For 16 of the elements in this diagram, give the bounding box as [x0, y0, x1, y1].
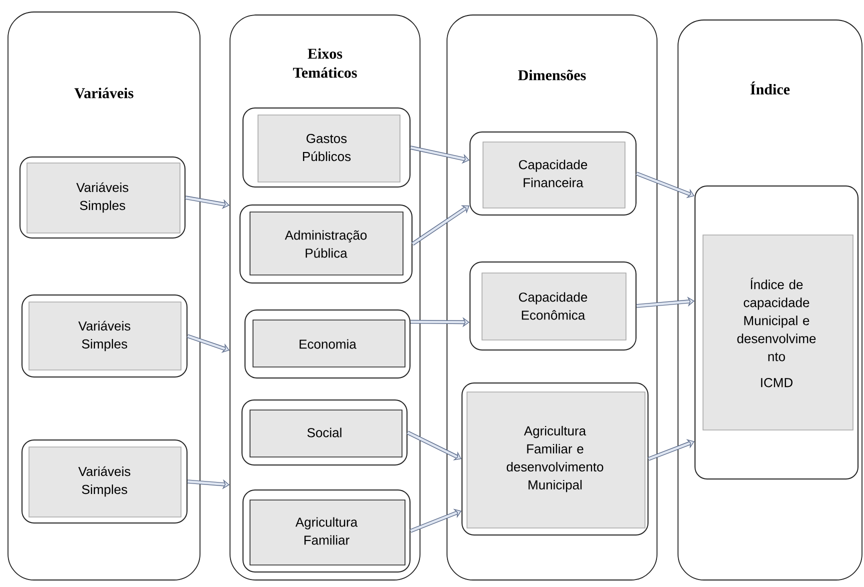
arrow	[411, 205, 470, 246]
item-box: Agricultura Familiar e desenvolvimento Municipal	[462, 382, 648, 536]
item-box: Variáveis Simples	[20, 156, 186, 238]
item-box: Capacidade Econômica	[470, 262, 636, 350]
item-box: Variáveis Simples	[22, 294, 188, 378]
item-box: Índice de capacidade Municipal e desenvolvime nto ICMD	[694, 186, 858, 480]
item-box: Agricultura Familiar	[242, 490, 410, 572]
item-box: Variáveis Simples	[22, 440, 188, 524]
arrow	[406, 430, 462, 460]
arrow	[636, 296, 694, 308]
item-box: Gastos Públicos	[242, 108, 410, 188]
arrow	[410, 508, 462, 533]
item-box: Administração Pública	[240, 204, 412, 284]
item-box: Economia	[244, 310, 410, 378]
item-box: Social	[242, 400, 408, 466]
item-box: Capacidade Financeira	[470, 132, 636, 216]
